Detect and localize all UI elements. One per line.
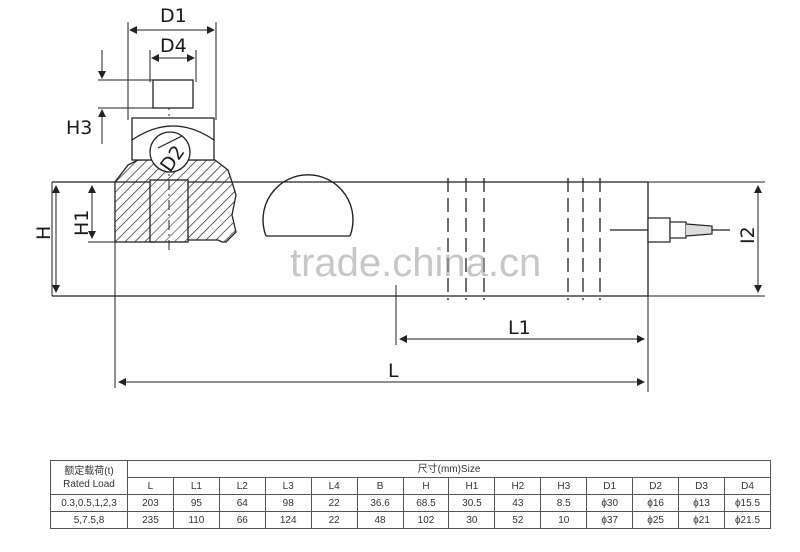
label-l: L <box>388 360 399 382</box>
table-cell-l1: 95 <box>172 494 220 512</box>
label-h3: H3 <box>66 117 92 139</box>
rated-load-header-en: Rated Load <box>63 478 115 490</box>
table-cell-b: 36.6 <box>356 494 404 512</box>
column-header-h1: H1 <box>448 477 496 495</box>
table-cell-l4: 22 <box>310 511 358 529</box>
column-header-b: B <box>356 477 404 495</box>
table-cell-h2: 52 <box>494 511 542 529</box>
label-d4: D4 <box>160 35 187 57</box>
column-header-d1: D1 <box>586 477 634 495</box>
table-cell-d1: ϕ37 <box>586 511 634 529</box>
rated-load-cell: 0.3,0.5,1,2,3 <box>50 494 128 512</box>
table-cell-d3: ϕ21 <box>678 511 725 529</box>
column-header-h: H <box>402 477 450 495</box>
rated-load-header-cn: 额定载荷(t) <box>64 465 114 477</box>
column-header-h3: H3 <box>540 477 588 495</box>
label-i2: I2 <box>737 226 759 244</box>
table-cell-d3: ϕ13 <box>678 494 725 512</box>
table-cell-h: 68.5 <box>402 494 450 512</box>
table-cell-h1: 30.5 <box>448 494 496 512</box>
strain-gauge-lines <box>447 178 601 300</box>
table-cell-h2: 43 <box>494 494 542 512</box>
table-cell-h3: 8.5 <box>540 494 588 512</box>
dimension-lines <box>51 22 765 392</box>
beam-hole <box>262 174 354 237</box>
column-header-d3: D3 <box>678 477 725 495</box>
table-cell-h1: 30 <box>448 511 496 529</box>
table-cell-d4: ϕ15.5 <box>723 494 772 512</box>
table-cell-l2: 66 <box>218 511 266 529</box>
rated-load-header: 额定载荷(t)Rated Load <box>50 460 128 495</box>
table-cell-h3: 10 <box>540 511 588 529</box>
column-header-l: L <box>127 477 174 495</box>
label-d1: D1 <box>160 5 187 27</box>
watermark: trade.china.cn <box>290 241 541 285</box>
column-header-d4: D4 <box>723 477 772 495</box>
table-cell-l3: 124 <box>264 511 312 529</box>
label-h1: H1 <box>71 210 93 236</box>
column-header-l2: L2 <box>218 477 266 495</box>
hatched-section <box>114 100 237 250</box>
cable-connector <box>610 217 730 243</box>
table-cell-l1: 110 <box>172 511 220 529</box>
rated-load-cell: 5,7.5,8 <box>50 511 128 529</box>
column-header-l1: L1 <box>172 477 220 495</box>
table-cell-d2: ϕ25 <box>632 511 680 529</box>
column-header-l3: L3 <box>264 477 312 495</box>
table-cell-l4: 22 <box>310 494 358 512</box>
table-cell-d4: ϕ21.5 <box>723 511 772 529</box>
table-cell-d2: ϕ16 <box>632 494 680 512</box>
label-l1: L1 <box>508 317 531 339</box>
table-cell-l: 203 <box>127 494 174 512</box>
table-cell-d1: ϕ30 <box>586 494 634 512</box>
size-header: 尺寸(mm)Size <box>127 460 771 478</box>
load-cell-drawing: D1 D4 H3 D2 H H1 I2 L1 L trade.china.cn <box>33 5 765 392</box>
column-header-l4: L4 <box>310 477 358 495</box>
load-pin <box>131 79 215 173</box>
column-header-d2: D2 <box>632 477 680 495</box>
column-header-h2: H2 <box>494 477 542 495</box>
label-h: H <box>33 226 55 240</box>
table-cell-h: 102 <box>402 511 450 529</box>
table-cell-l: 235 <box>127 511 174 529</box>
table-cell-l2: 64 <box>218 494 266 512</box>
table-cell-b: 48 <box>356 511 404 529</box>
table-cell-l3: 98 <box>264 494 312 512</box>
